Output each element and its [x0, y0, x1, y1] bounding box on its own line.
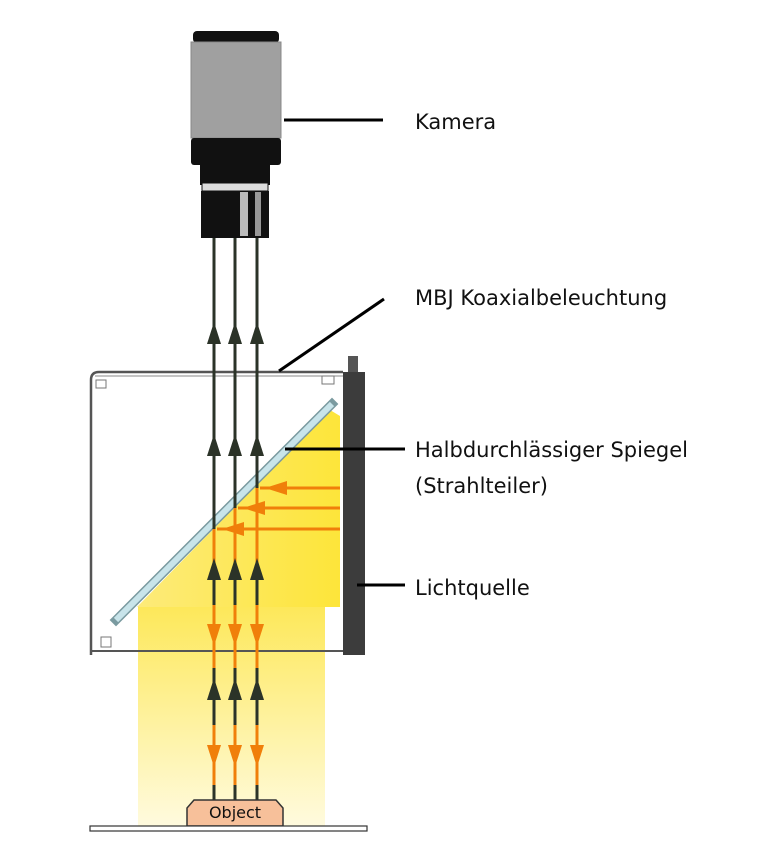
down-arrow	[207, 745, 221, 767]
up-arrow	[228, 322, 242, 344]
label-mirror-sub: (Strahlteiler)	[415, 474, 548, 498]
up-arrow	[250, 434, 264, 456]
left-arrow	[265, 481, 287, 495]
up-arrow	[250, 322, 264, 344]
up-arrow	[207, 558, 221, 580]
down-arrow	[207, 624, 221, 646]
label-object: Object	[208, 803, 262, 822]
coaxial-light-housing	[89, 370, 343, 655]
label-camera: Kamera	[415, 110, 497, 134]
label-mirror: Halbdurchlässiger Spiegel	[415, 438, 688, 462]
light-source-panel	[343, 372, 365, 655]
left-arrow	[222, 522, 244, 536]
leader-illumination	[278, 297, 385, 373]
up-arrow	[250, 678, 264, 700]
camera	[190, 31, 282, 238]
down-arrow	[250, 745, 264, 767]
up-arrow	[228, 558, 242, 580]
connector	[348, 356, 358, 372]
object-light-beam	[138, 607, 325, 829]
up-arrow	[207, 678, 221, 700]
base-plate	[89, 825, 368, 832]
up-arrow	[228, 434, 242, 456]
label-illumination: MBJ Koaxialbeleuchtung	[415, 286, 668, 310]
up-arrow	[207, 434, 221, 456]
up-arrow	[228, 678, 242, 700]
light-rays	[207, 238, 340, 800]
up-arrow	[207, 322, 221, 344]
down-arrow	[250, 624, 264, 646]
down-arrow	[228, 745, 242, 767]
up-arrow	[250, 558, 264, 580]
down-arrow	[228, 624, 242, 646]
label-light-source: Lichtquelle	[415, 576, 530, 600]
left-arrow	[243, 501, 265, 515]
